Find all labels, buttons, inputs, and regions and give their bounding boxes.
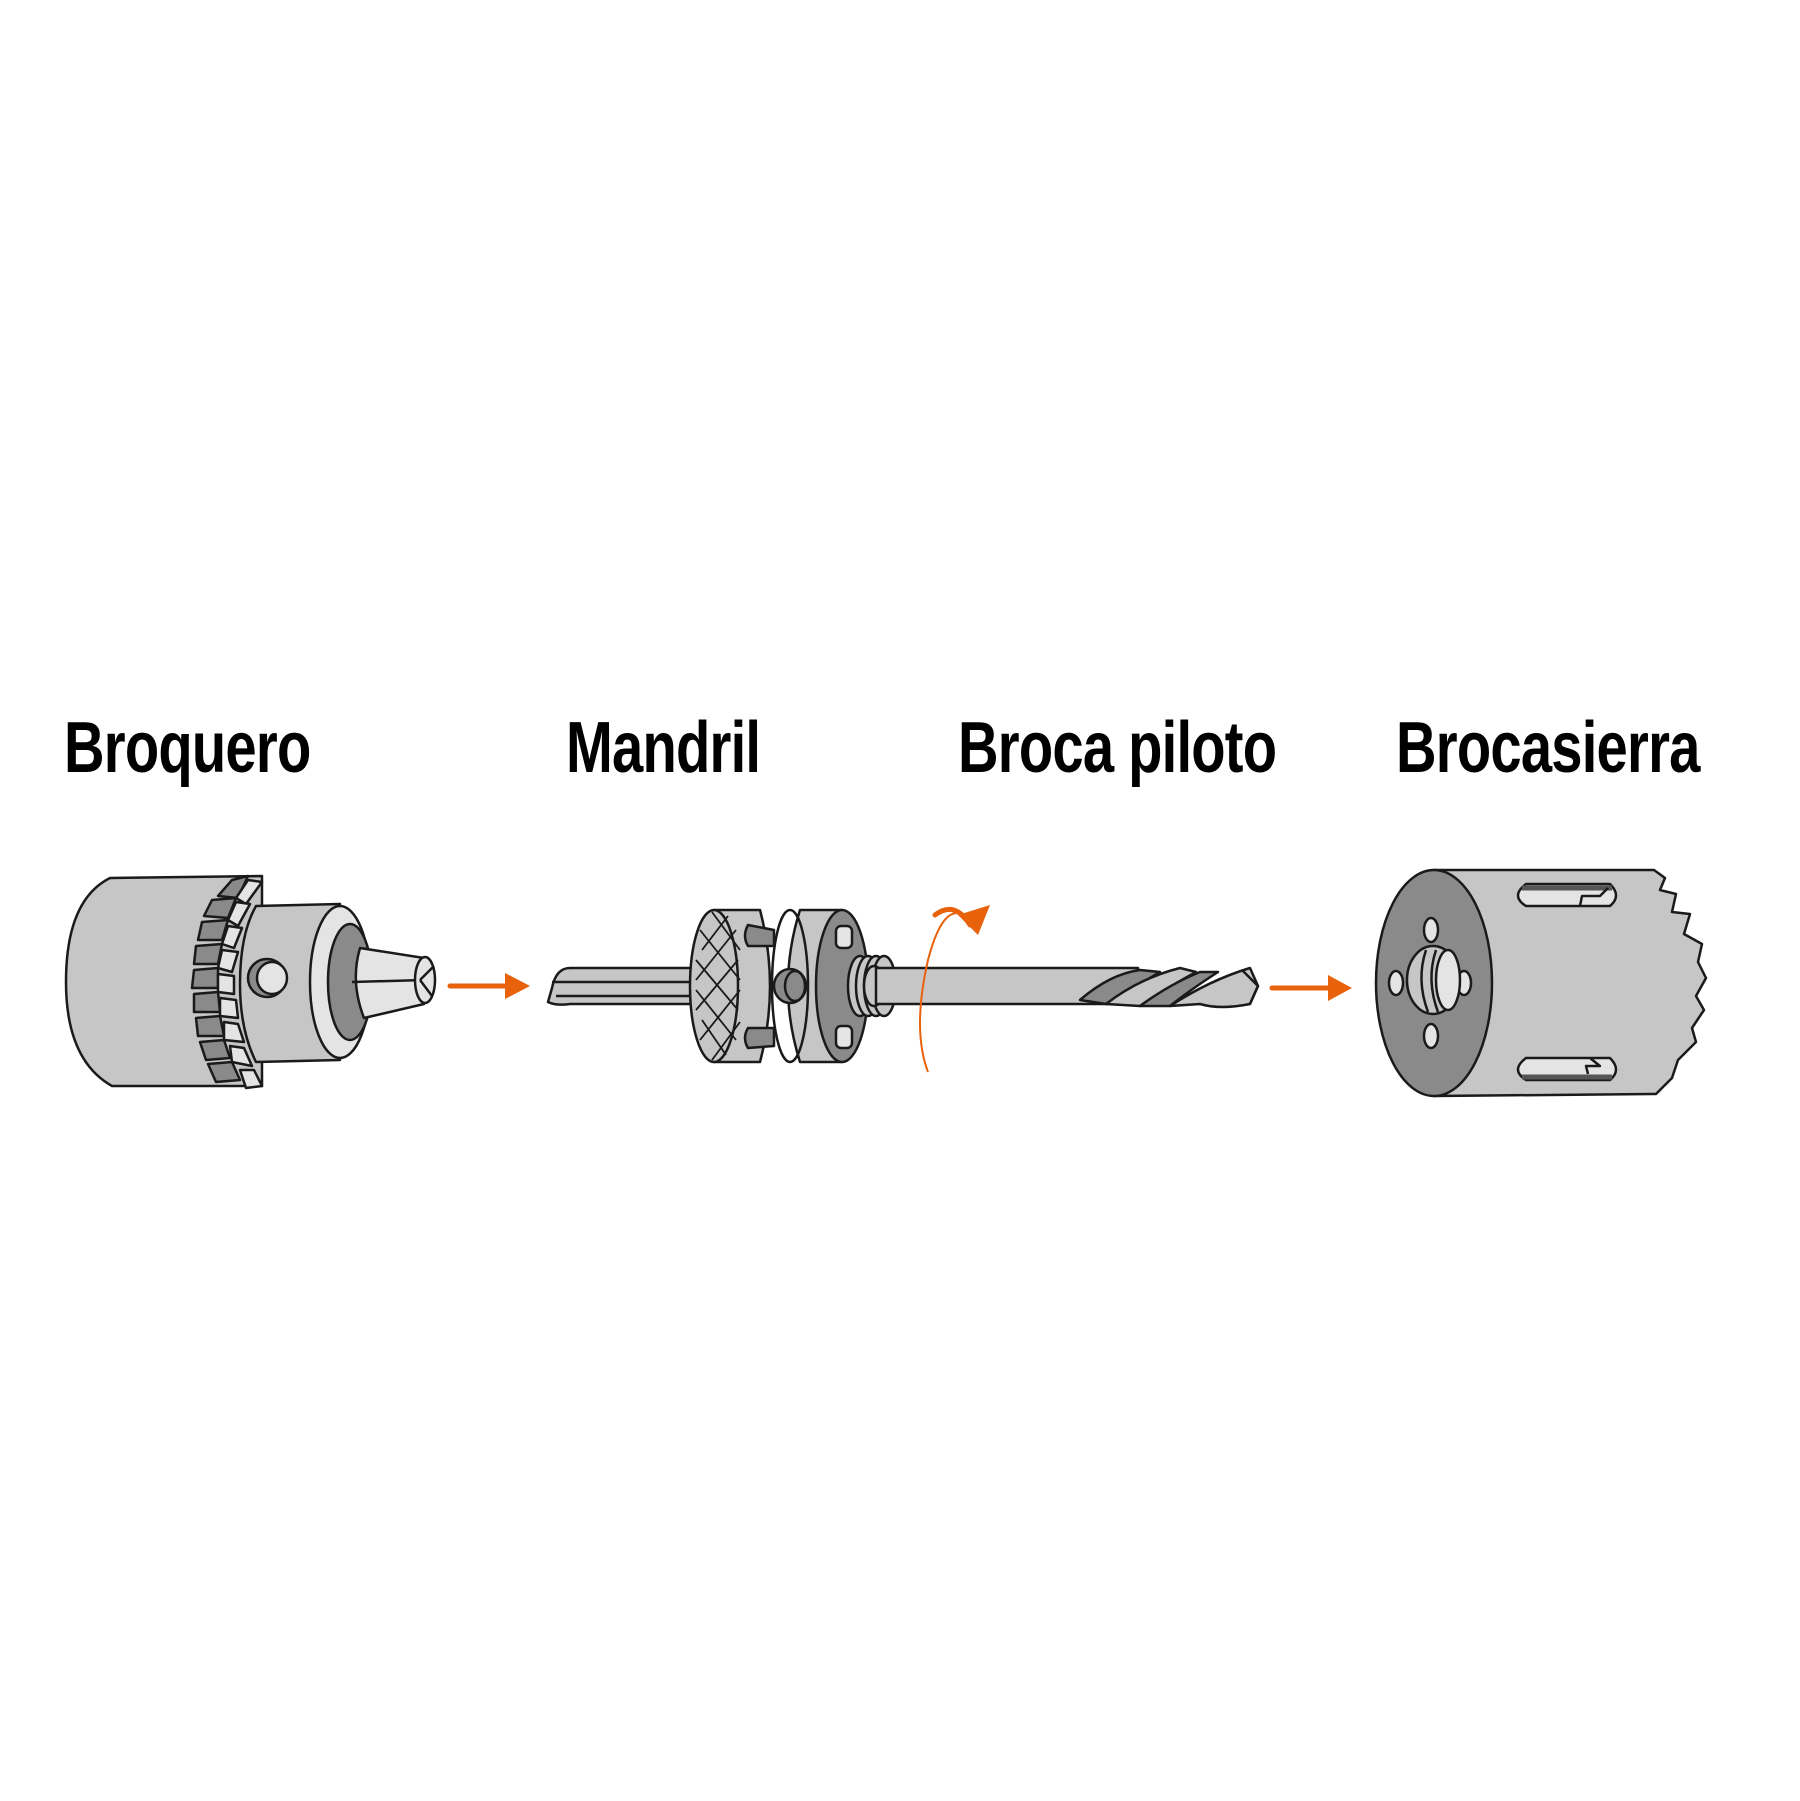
drill-chuck-illustration	[64, 874, 437, 1090]
label-broquero: Broquero	[64, 708, 311, 788]
label-mandril: Mandril	[566, 708, 761, 788]
arrow-pilot-to-holesaw	[1269, 975, 1352, 1001]
pilot-drill-illustration	[874, 966, 1260, 1009]
hole-saw-illustration	[1374, 868, 1708, 1098]
label-broca-piloto: Broca piloto	[958, 708, 1277, 788]
arbor-illustration	[546, 908, 898, 1064]
rotation-arrow-icon	[919, 905, 990, 1073]
arrow-chuck-to-arbor	[447, 973, 530, 999]
label-brocasierra: Brocasierra	[1396, 708, 1700, 788]
